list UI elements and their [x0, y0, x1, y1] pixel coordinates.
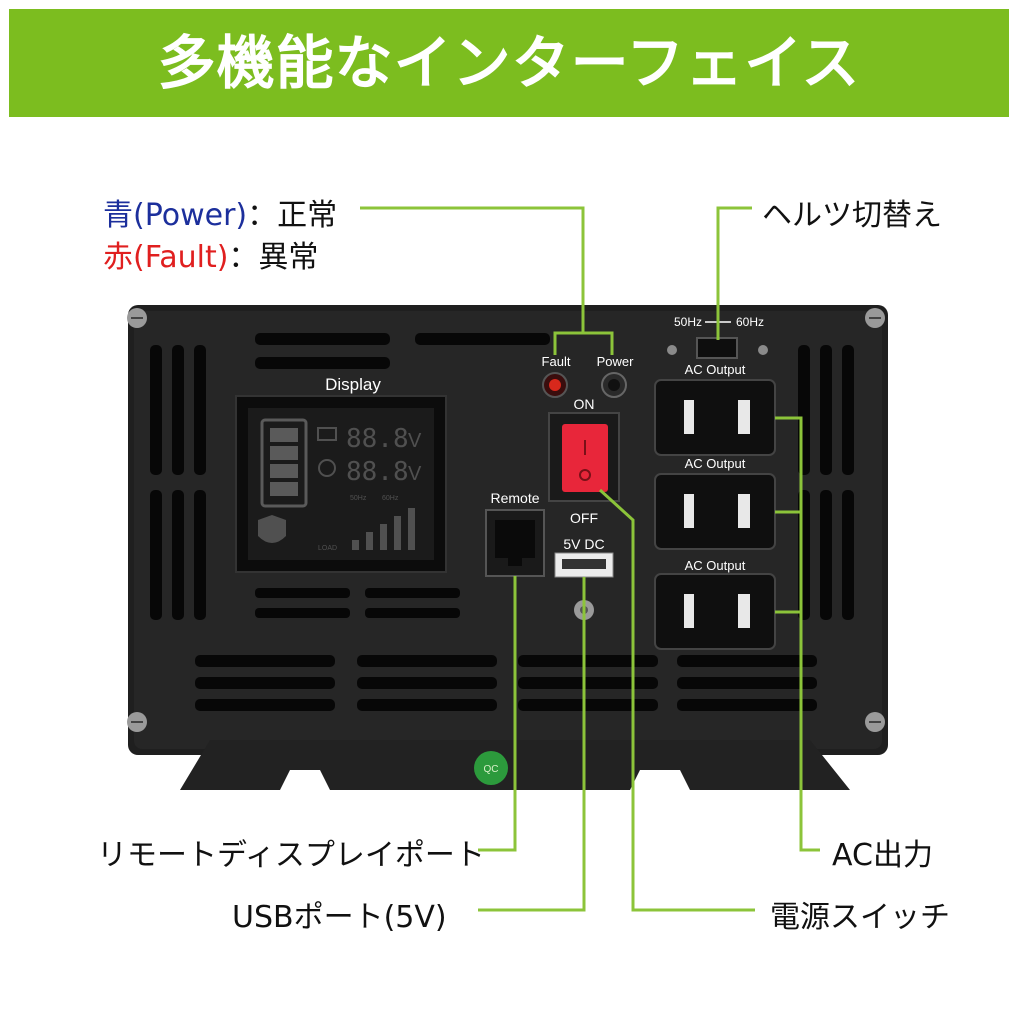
callout-usb-port: USBポート(5V): [232, 900, 447, 935]
callout-line-ac: [775, 416, 820, 852]
callout-line-usb: [478, 577, 586, 912]
lcd-value-1: 88.8: [346, 424, 409, 454]
legend-fault: 赤(Fault)：異常: [103, 232, 318, 276]
display-label: Display: [325, 375, 381, 394]
title-banner: 多機能なインターフェイス: [9, 9, 1009, 117]
load-bars-icon: [352, 508, 415, 550]
ac-outlet-3: AC Output: [654, 558, 776, 650]
power-switch-rocker: [562, 424, 608, 492]
callout-line-hz: [716, 206, 752, 340]
screw-icon: [865, 308, 885, 328]
screw-icon: [667, 345, 677, 355]
legend-power-paren: (Power): [133, 198, 248, 233]
ac-outlet-1: AC Output: [654, 362, 776, 456]
hz-label-50: 50Hz: [674, 315, 702, 329]
rj-port-tab: [508, 556, 522, 566]
ac-output-label-1: AC Output: [685, 362, 746, 377]
on-label: ON: [574, 396, 595, 412]
power-led-label: Power: [597, 354, 635, 369]
callout-line-switch: [598, 488, 755, 912]
usb-port-slot: [562, 559, 606, 569]
legend-power: 青(Power)：正常: [103, 190, 337, 234]
ac-outlet-2: AC Output: [654, 456, 776, 550]
power-led-light: [608, 379, 620, 391]
shield-icon: [258, 515, 286, 543]
power-symbol-icon: [318, 459, 336, 477]
usb-label: 5V DC: [563, 536, 604, 552]
fault-led-label: Fault: [542, 354, 571, 369]
ac-output-label-3: AC Output: [685, 558, 746, 573]
lcd-value-2: 88.8: [346, 457, 409, 487]
hz-label-60: 60Hz: [736, 315, 764, 329]
screw-icon: [758, 345, 768, 355]
lcd-load: LOAD: [318, 545, 337, 552]
callout-remote-port: リモートディスプレイポート: [97, 838, 485, 873]
callout-line-remote: [478, 576, 517, 852]
legend-fault-color: 赤: [103, 240, 133, 275]
qc-sticker-text: QC: [484, 764, 499, 775]
hz-switch-slider: [696, 337, 738, 359]
callout-line-led-power: [583, 331, 614, 355]
lcd-60hz: 60Hz: [382, 495, 399, 502]
legend-fault-status: ：異常: [228, 240, 319, 275]
callout-power-switch: 電源スイッチ: [770, 900, 950, 935]
qc-sticker: [474, 751, 508, 785]
banner-title: 多機能なインターフェイス: [157, 29, 861, 97]
battery-small-icon: [317, 427, 337, 441]
switch-off-mark: [579, 469, 591, 481]
callout-hz-switch: ヘルツ切替え: [762, 198, 942, 233]
legend-power-status: ：正常: [247, 198, 338, 233]
callout-lines: [360, 206, 820, 912]
lcd-50hz: 50Hz: [350, 495, 367, 502]
fault-led-light: [549, 379, 561, 391]
remote-label: Remote: [490, 490, 539, 506]
lcd-unit-2: V: [408, 463, 422, 485]
off-label: OFF: [570, 510, 598, 526]
screw-icon: [865, 712, 885, 732]
callout-ac-output: AC出力: [832, 838, 933, 873]
ac-output-label-2: AC Output: [685, 456, 746, 471]
battery-icon: [260, 418, 308, 508]
rj-port-icon: [495, 520, 535, 558]
legend-fault-paren: (Fault): [133, 240, 229, 275]
legend-power-color: 青: [103, 198, 133, 233]
vent-slots: [150, 333, 854, 711]
screw-icon: [127, 712, 147, 732]
lcd-unit-1: V: [408, 430, 422, 452]
screw-icon: [127, 308, 147, 328]
